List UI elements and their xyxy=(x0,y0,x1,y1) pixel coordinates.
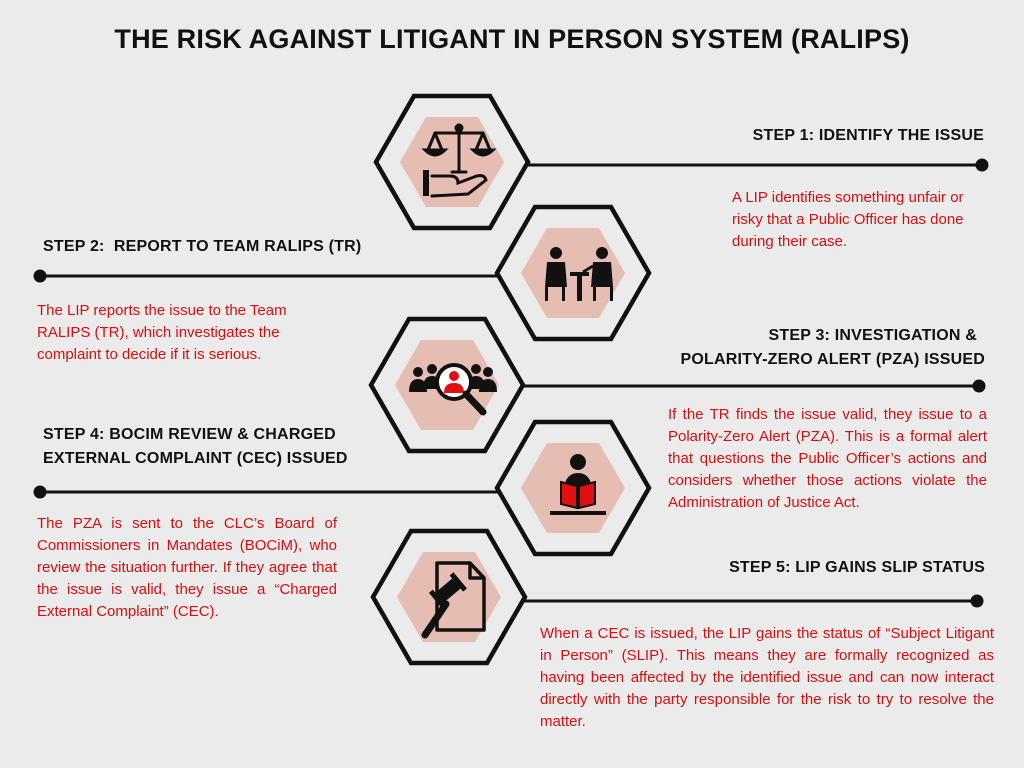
meeting-people-table-icon xyxy=(545,247,613,301)
step-3-description: If the TR finds the issue valid, they is… xyxy=(668,406,987,511)
step-5-title: STEP 5: LIP GAINS SLIP STATUS xyxy=(729,559,985,576)
step-1-description: A LIP identifies something unfair or ris… xyxy=(732,189,964,250)
step-1-connector-dot xyxy=(975,158,989,172)
step-3-title: STEP 3: INVESTIGATION & POLARITY-ZERO AL… xyxy=(600,324,985,372)
step-4-description: The PZA is sent to the CLC’s Board of Co… xyxy=(37,515,337,620)
step-5-description: When a CEC is issued, the LIP gains the … xyxy=(540,625,994,730)
person-reading-book-icon xyxy=(550,454,606,515)
step-3-title-line-2: POLARITY-ZERO ALERT (PZA) ISSUED xyxy=(680,351,985,368)
step-5-connector-dot xyxy=(970,594,984,608)
step-4-connector-dot xyxy=(33,485,47,499)
step-3-title-line-1: STEP 3: INVESTIGATION & xyxy=(768,327,977,344)
step-1-hexagon xyxy=(373,93,531,231)
magnifier-group-icon xyxy=(409,363,497,416)
step-1-title: STEP 1: IDENTIFY THE ISSUE xyxy=(752,127,984,144)
step-2-description: The LIP reports the issue to the Team RA… xyxy=(37,302,287,363)
step-2-title: STEP 2: REPORT TO TEAM RALIPS (TR) xyxy=(43,238,362,255)
page-title: THE RISK AGAINST LITIGANT IN PERSON SYST… xyxy=(114,24,910,54)
step-2-connector-dot xyxy=(33,269,47,283)
scales-of-justice-hand-icon xyxy=(421,123,497,198)
step-4-title: STEP 4: BOCIM REVIEW & CHARGED EXTERNAL … xyxy=(43,423,463,471)
step-4-title-line-2: EXTERNAL COMPLAINT (CEC) ISSUED xyxy=(43,450,348,467)
step-4-title-line-1: STEP 4: BOCIM REVIEW & CHARGED xyxy=(43,426,336,443)
gavel-document-icon xyxy=(421,561,486,639)
step-3-connector-dot xyxy=(972,379,986,393)
